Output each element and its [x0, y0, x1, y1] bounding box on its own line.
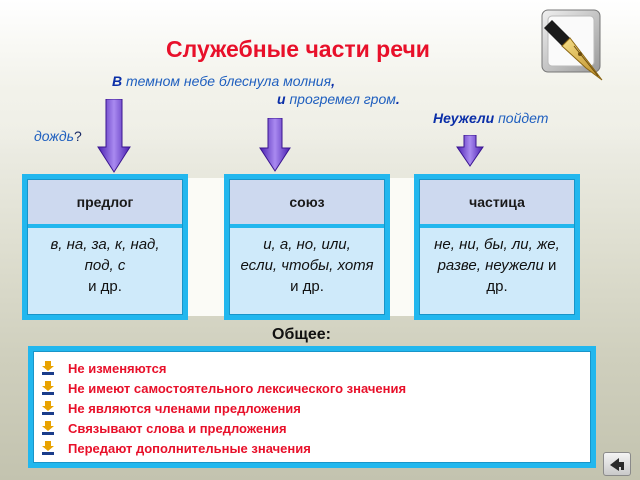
common-title: Общее:	[272, 326, 331, 343]
arrow-bullet-icon	[42, 381, 54, 395]
list-item: Не имеют самостоятельного лексического з…	[42, 378, 580, 398]
card-title: частица	[420, 180, 574, 228]
divider-strip	[390, 178, 414, 316]
return-icon	[610, 458, 624, 471]
example-conjunction: и	[277, 91, 286, 107]
common-list: Не изменяются Не имеют самостоятельного …	[42, 358, 580, 458]
common-box: Не изменяются Не имеют самостоятельного …	[28, 346, 596, 468]
example-line-1: В темном небе блеснула молния,	[112, 73, 335, 89]
card-examples: не, ни, бы, ли, же, разве, неужели и др.	[420, 228, 574, 314]
fountain-pen-icon	[541, 9, 603, 81]
card-title: союз	[230, 180, 384, 228]
card-examples: в, на, за, к, над, под, с и др.	[28, 228, 182, 314]
arrow-bullet-icon	[42, 421, 54, 435]
arrow-bullet-icon	[42, 441, 54, 455]
card-examples: и, а, но, или, если, чтобы, хотя и др.	[230, 228, 384, 314]
page-title: Служебные части речи	[166, 36, 430, 62]
example-line-4: дождь?	[34, 128, 82, 144]
arrow-bullet-icon	[42, 401, 54, 415]
example-preposition: В	[112, 73, 123, 89]
example-line-2: и прогремел гром.	[277, 91, 400, 107]
arrow-down-icon	[97, 99, 131, 173]
return-button[interactable]	[603, 452, 631, 476]
list-item: Не являются членами предложения	[42, 398, 580, 418]
card-conjunction: союз и, а, но, или, если, чтобы, хотя и …	[224, 174, 390, 320]
arrow-down-icon	[259, 118, 291, 172]
card-particle: частица не, ни, бы, ли, же, разве, неуже…	[414, 174, 580, 320]
list-item: Передают дополнительные значения	[42, 438, 580, 458]
arrow-down-icon	[456, 135, 484, 167]
list-item: Не изменяются	[42, 358, 580, 378]
card-title: предлог	[28, 180, 182, 228]
list-item: Связывают слова и предложения	[42, 418, 580, 438]
card-preposition: предлог в, на, за, к, над, под, с и др.	[22, 174, 188, 320]
example-particle: Неужели	[433, 110, 495, 126]
arrow-bullet-icon	[42, 361, 54, 375]
example-line-3: Неужели пойдет	[433, 110, 549, 126]
divider-strip	[188, 178, 224, 316]
